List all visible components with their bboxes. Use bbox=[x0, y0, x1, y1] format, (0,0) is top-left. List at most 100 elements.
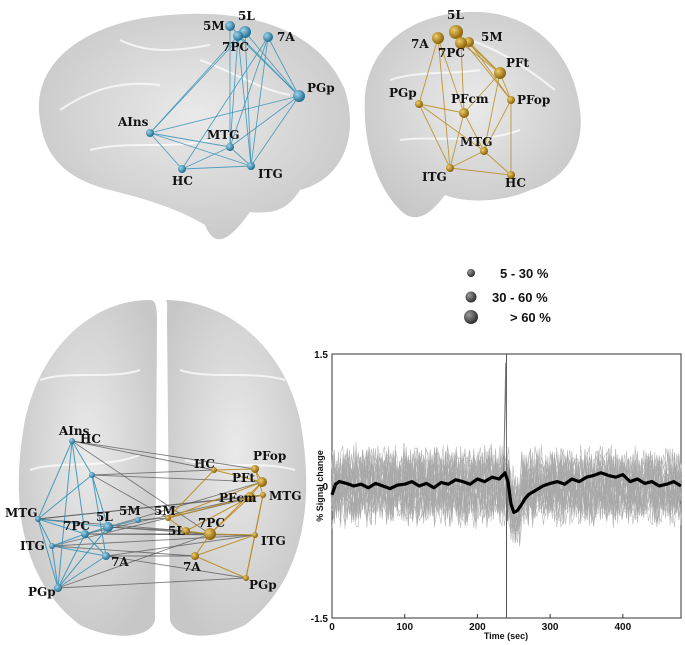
network-edge bbox=[250, 95, 300, 167]
network-node bbox=[102, 552, 110, 560]
network-node-label: 7A bbox=[277, 30, 295, 44]
network-node-label: 7PC bbox=[438, 46, 465, 60]
network-edge bbox=[229, 95, 300, 148]
network-edge bbox=[418, 103, 451, 169]
network-edge-left bbox=[37, 440, 73, 520]
network-edge bbox=[149, 132, 183, 170]
chart-xlabel: Time (sec) bbox=[484, 631, 528, 641]
network-node-label: 7A bbox=[411, 37, 429, 51]
network-edge bbox=[149, 35, 239, 134]
network-node-label: PFcm bbox=[451, 92, 489, 106]
network-node-label: 5L bbox=[96, 510, 113, 524]
network-node bbox=[247, 162, 255, 170]
x-tick-label: 100 bbox=[396, 622, 413, 633]
network-edge-cross bbox=[51, 494, 264, 547]
network-edge-left bbox=[37, 518, 59, 589]
network-edge-left bbox=[71, 440, 86, 535]
network-node-label: PGp bbox=[389, 86, 417, 100]
network-edge-right bbox=[185, 496, 251, 532]
network-node bbox=[455, 37, 467, 49]
network-edge bbox=[468, 41, 501, 74]
network-node bbox=[293, 90, 305, 102]
network-node bbox=[243, 575, 249, 581]
network-node bbox=[81, 530, 89, 538]
network-node-label: PGp bbox=[28, 585, 56, 599]
network-node bbox=[89, 472, 95, 478]
network-node bbox=[432, 32, 444, 44]
network-edge-cross bbox=[91, 474, 263, 483]
network-edge bbox=[237, 35, 300, 97]
network-edge-cross bbox=[105, 534, 256, 557]
x-tick-label: 0 bbox=[329, 622, 335, 633]
brain-right-lateral bbox=[364, 11, 581, 218]
network-edge bbox=[181, 165, 252, 170]
network-edge-left bbox=[71, 440, 93, 476]
network-node bbox=[252, 532, 258, 538]
network-edge bbox=[437, 37, 451, 169]
network-edge-left bbox=[51, 545, 59, 589]
network-node-label: ITG bbox=[261, 534, 286, 548]
y-tick-label: 0 bbox=[322, 482, 328, 493]
network-node bbox=[54, 584, 62, 592]
network-node-label: 5M bbox=[203, 19, 225, 33]
network-node bbox=[251, 465, 259, 473]
network-edge bbox=[449, 150, 485, 169]
network-node-label: MTG bbox=[5, 506, 37, 520]
network-edge bbox=[181, 146, 231, 170]
network-node-label: MTG bbox=[460, 135, 492, 149]
network-node bbox=[494, 67, 506, 79]
network-node-label: 7PC bbox=[63, 519, 90, 533]
network-edge-cross bbox=[37, 494, 264, 520]
network-edge bbox=[267, 36, 300, 97]
network-node-label: 5M bbox=[481, 30, 503, 44]
network-edge-left bbox=[107, 519, 139, 528]
network-node-label: 5M bbox=[154, 504, 176, 518]
network-node-label: PFop bbox=[253, 449, 286, 463]
network-edge-left bbox=[51, 545, 107, 557]
network-edge-left bbox=[57, 440, 73, 589]
network-edge-right bbox=[167, 469, 215, 519]
network-edge-cross bbox=[57, 577, 247, 589]
network-edge bbox=[483, 99, 512, 152]
network-node bbox=[182, 527, 190, 535]
network-node bbox=[204, 528, 216, 540]
network-edge-left bbox=[37, 474, 93, 520]
legend-small-label: 5 - 30 % bbox=[500, 266, 549, 281]
network-edge bbox=[418, 37, 439, 105]
network-edge bbox=[229, 36, 269, 148]
network-edge-right bbox=[213, 469, 263, 483]
network-node bbox=[69, 438, 75, 444]
network-node-label: HC bbox=[505, 176, 526, 190]
network-node bbox=[225, 21, 235, 31]
size-legend: 5 - 30 % 30 - 60 % > 60 % bbox=[464, 266, 551, 325]
network-edge bbox=[460, 42, 465, 114]
network-edge bbox=[483, 150, 512, 176]
network-edge bbox=[237, 35, 252, 167]
y-tick-label: -1.5 bbox=[311, 614, 329, 625]
network-node-label: PFcm bbox=[219, 491, 257, 505]
legend-medium-marker bbox=[465, 291, 477, 303]
network-node-label: 5L bbox=[447, 8, 464, 22]
network-edge bbox=[437, 37, 465, 114]
x-tick-label: 200 bbox=[469, 622, 486, 633]
network-node bbox=[103, 522, 113, 532]
network-node-label: 7A bbox=[111, 555, 129, 569]
chart-ylabel: % Signal change bbox=[315, 450, 325, 522]
network-node bbox=[211, 467, 217, 473]
network-node bbox=[226, 143, 234, 151]
network-edge bbox=[229, 35, 239, 148]
network-edge-left bbox=[37, 518, 109, 528]
network-node bbox=[480, 147, 488, 155]
network-node-label: 7A bbox=[183, 560, 201, 574]
network-edge-cross bbox=[57, 533, 211, 589]
network-edge-cross bbox=[91, 474, 169, 519]
network-edge bbox=[418, 103, 465, 114]
network-node bbox=[507, 96, 515, 104]
network-edge-right bbox=[209, 481, 263, 535]
network-node bbox=[459, 108, 469, 118]
network-edge-right bbox=[194, 555, 247, 579]
network-node-label: PFt bbox=[232, 471, 256, 485]
network-edge-right bbox=[194, 534, 256, 557]
network-node bbox=[260, 492, 266, 498]
